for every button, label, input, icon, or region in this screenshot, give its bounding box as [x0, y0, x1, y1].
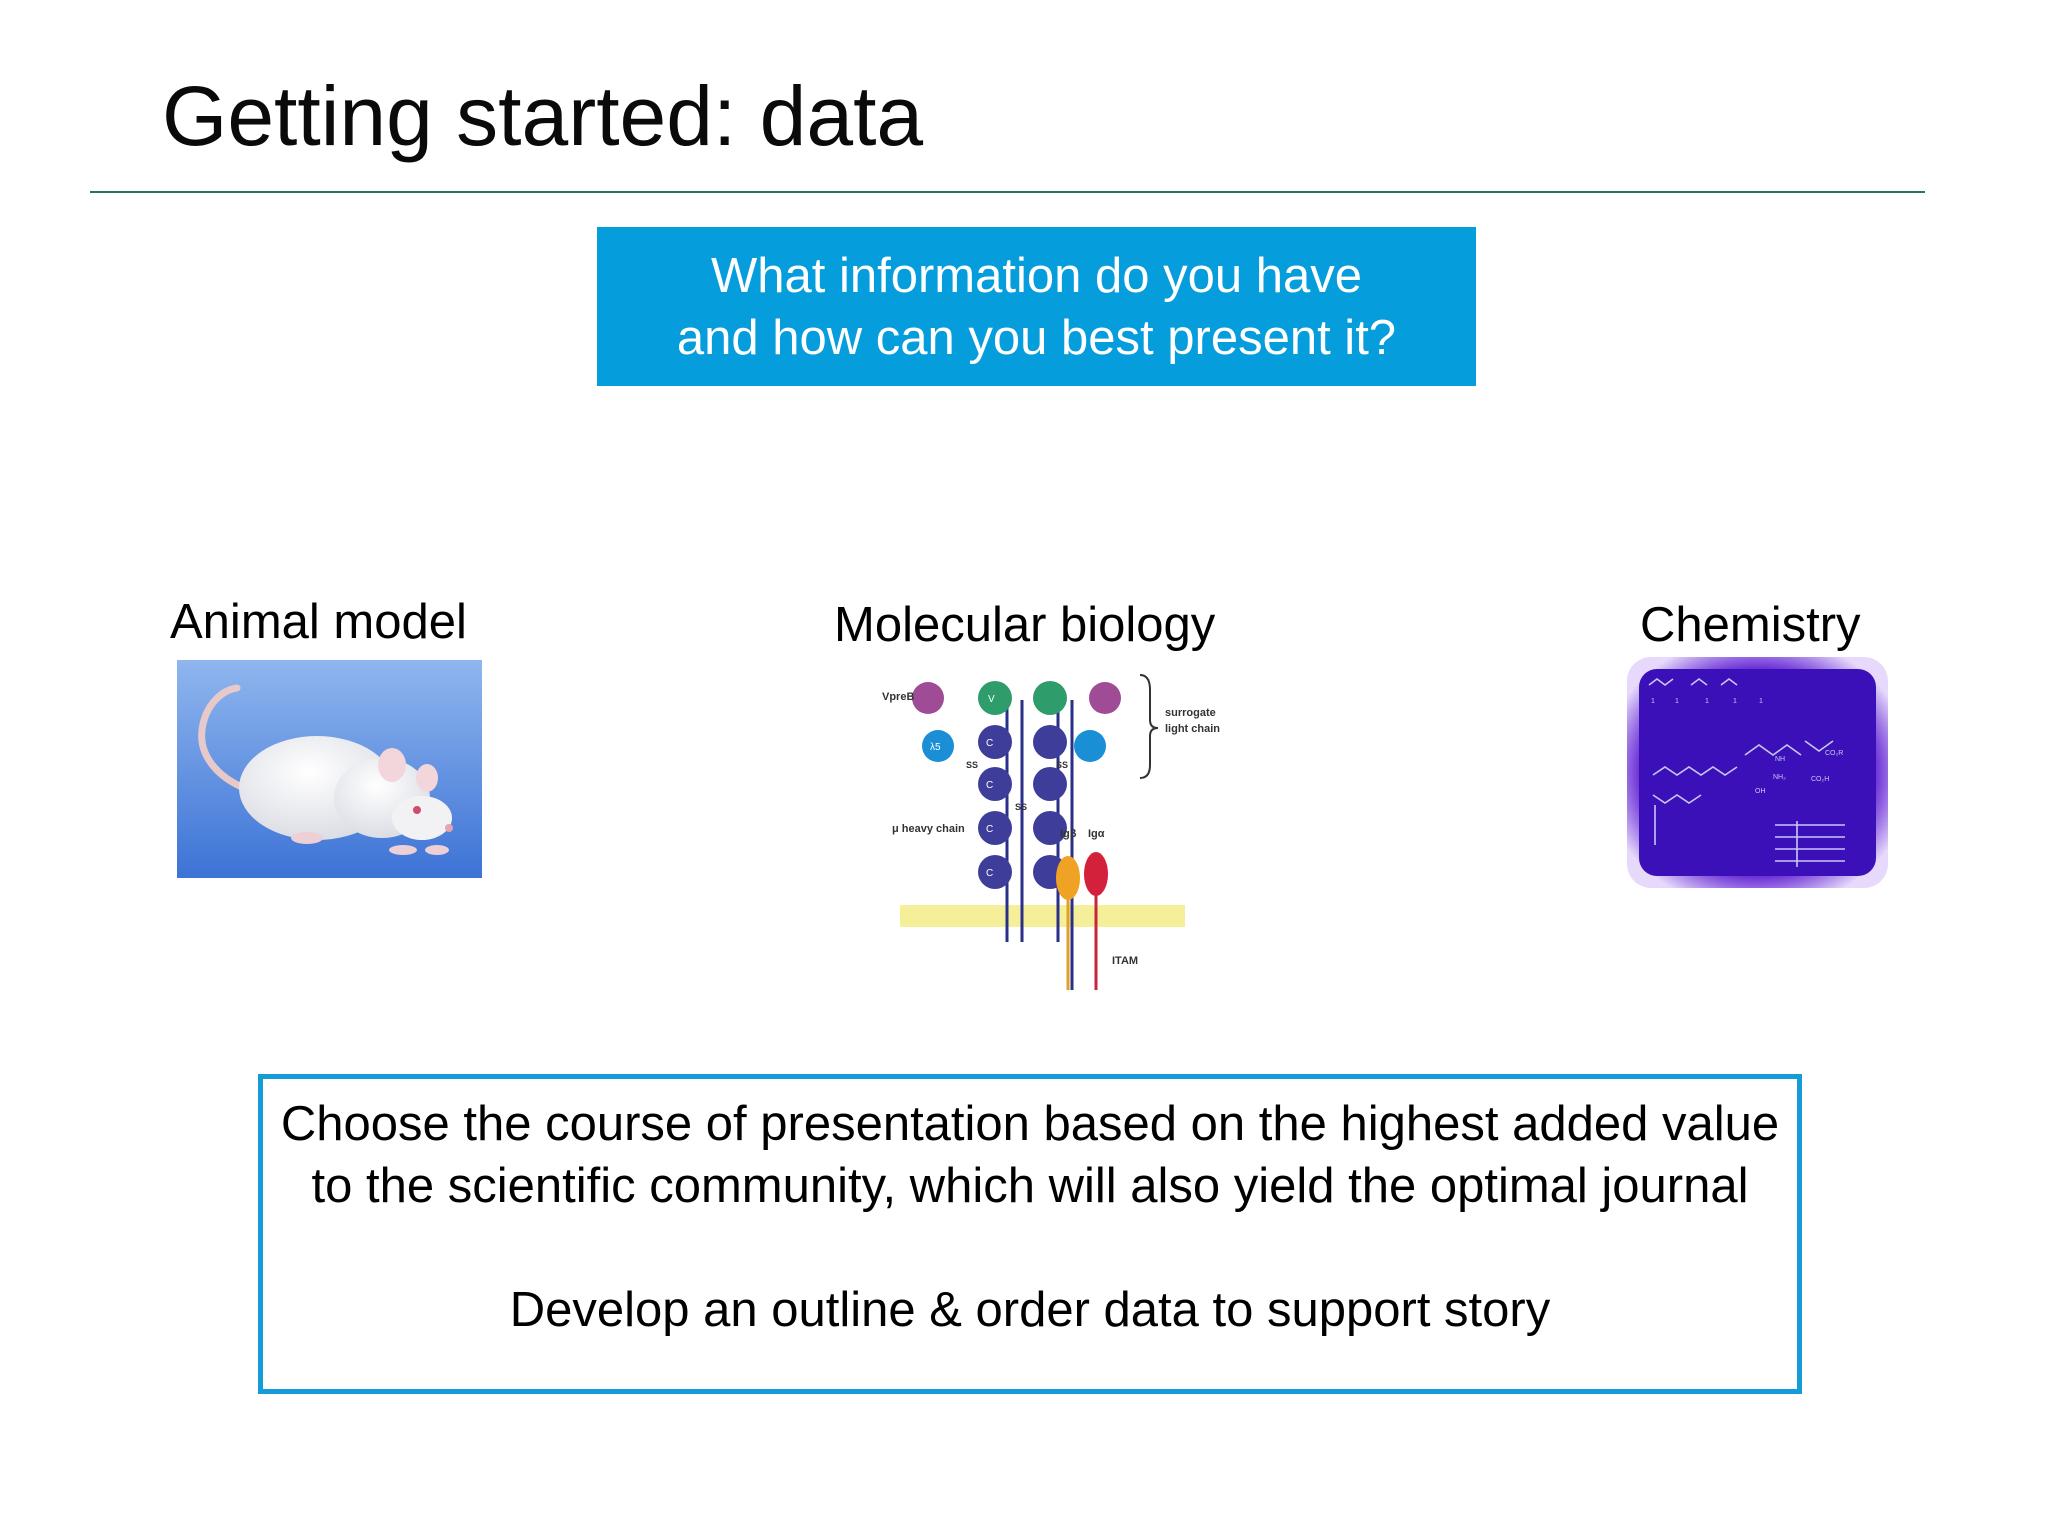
- question-callout: What information do you have and how can…: [597, 227, 1476, 386]
- ig-beta-label: Igβ: [1060, 828, 1077, 840]
- ch3-label: C: [986, 824, 993, 835]
- svg-text:CO₂H: CO₂H: [1811, 776, 1829, 783]
- rat-photo: [177, 660, 482, 878]
- svg-text:NH₂: NH₂: [1773, 774, 1786, 781]
- question-line-1: What information do you have: [711, 248, 1362, 303]
- conclusion-box: Choose the course of presentation based …: [258, 1074, 1802, 1394]
- surrogate-label-2: light chain: [1165, 723, 1220, 735]
- conclusion-text-2: Develop an outline & order data to suppo…: [509, 1283, 1551, 1337]
- surrogate-label-1: surrogate: [1165, 707, 1216, 719]
- b-cell-receptor-diagram: VpreB V λ5 C C C C SS SS SS surrogate li…: [500, 660, 1220, 990]
- svg-text:1: 1: [1705, 698, 1709, 705]
- ch1-label: C: [986, 738, 993, 749]
- slide-title: Getting started: data: [162, 69, 924, 163]
- molecular-biology-label: Molecular biology: [834, 598, 1216, 652]
- chemistry-structure-image: 1 1 1 1 1 CO₂R CO₂H NH NH₂ OH: [1625, 655, 1890, 890]
- vh-label: V: [988, 694, 995, 705]
- vpreb-label: VpreB: [882, 691, 914, 703]
- ch2-label: C: [986, 780, 993, 791]
- question-line-2: and how can you best present it?: [676, 310, 1397, 365]
- title-divider: [90, 191, 1925, 193]
- animal-model-label: Animal model: [170, 595, 467, 649]
- svg-text:NH: NH: [1775, 756, 1785, 763]
- svg-text:CO₂R: CO₂R: [1825, 750, 1843, 757]
- lambda5-label: λ5: [930, 742, 941, 753]
- svg-text:1: 1: [1733, 698, 1737, 705]
- cell-membrane: [900, 905, 1185, 927]
- chemistry-label: Chemistry: [1640, 598, 1861, 652]
- ss-left-label: SS: [966, 760, 978, 770]
- svg-text:1: 1: [1759, 698, 1763, 705]
- svg-text:1: 1: [1675, 698, 1679, 705]
- conclusion-text-1: Choose the course of presentation based …: [280, 1097, 1780, 1213]
- itam-label: ITAM: [1112, 955, 1138, 967]
- ig-alpha-label: Igα: [1088, 828, 1105, 840]
- ss-right-label: SS: [1056, 760, 1068, 770]
- ss-mid-label: SS: [1015, 802, 1027, 812]
- svg-text:OH: OH: [1755, 788, 1766, 795]
- svg-text:1: 1: [1651, 698, 1655, 705]
- ch4-label: C: [986, 868, 993, 879]
- mu-heavy-chain-label: μ heavy chain: [892, 823, 965, 835]
